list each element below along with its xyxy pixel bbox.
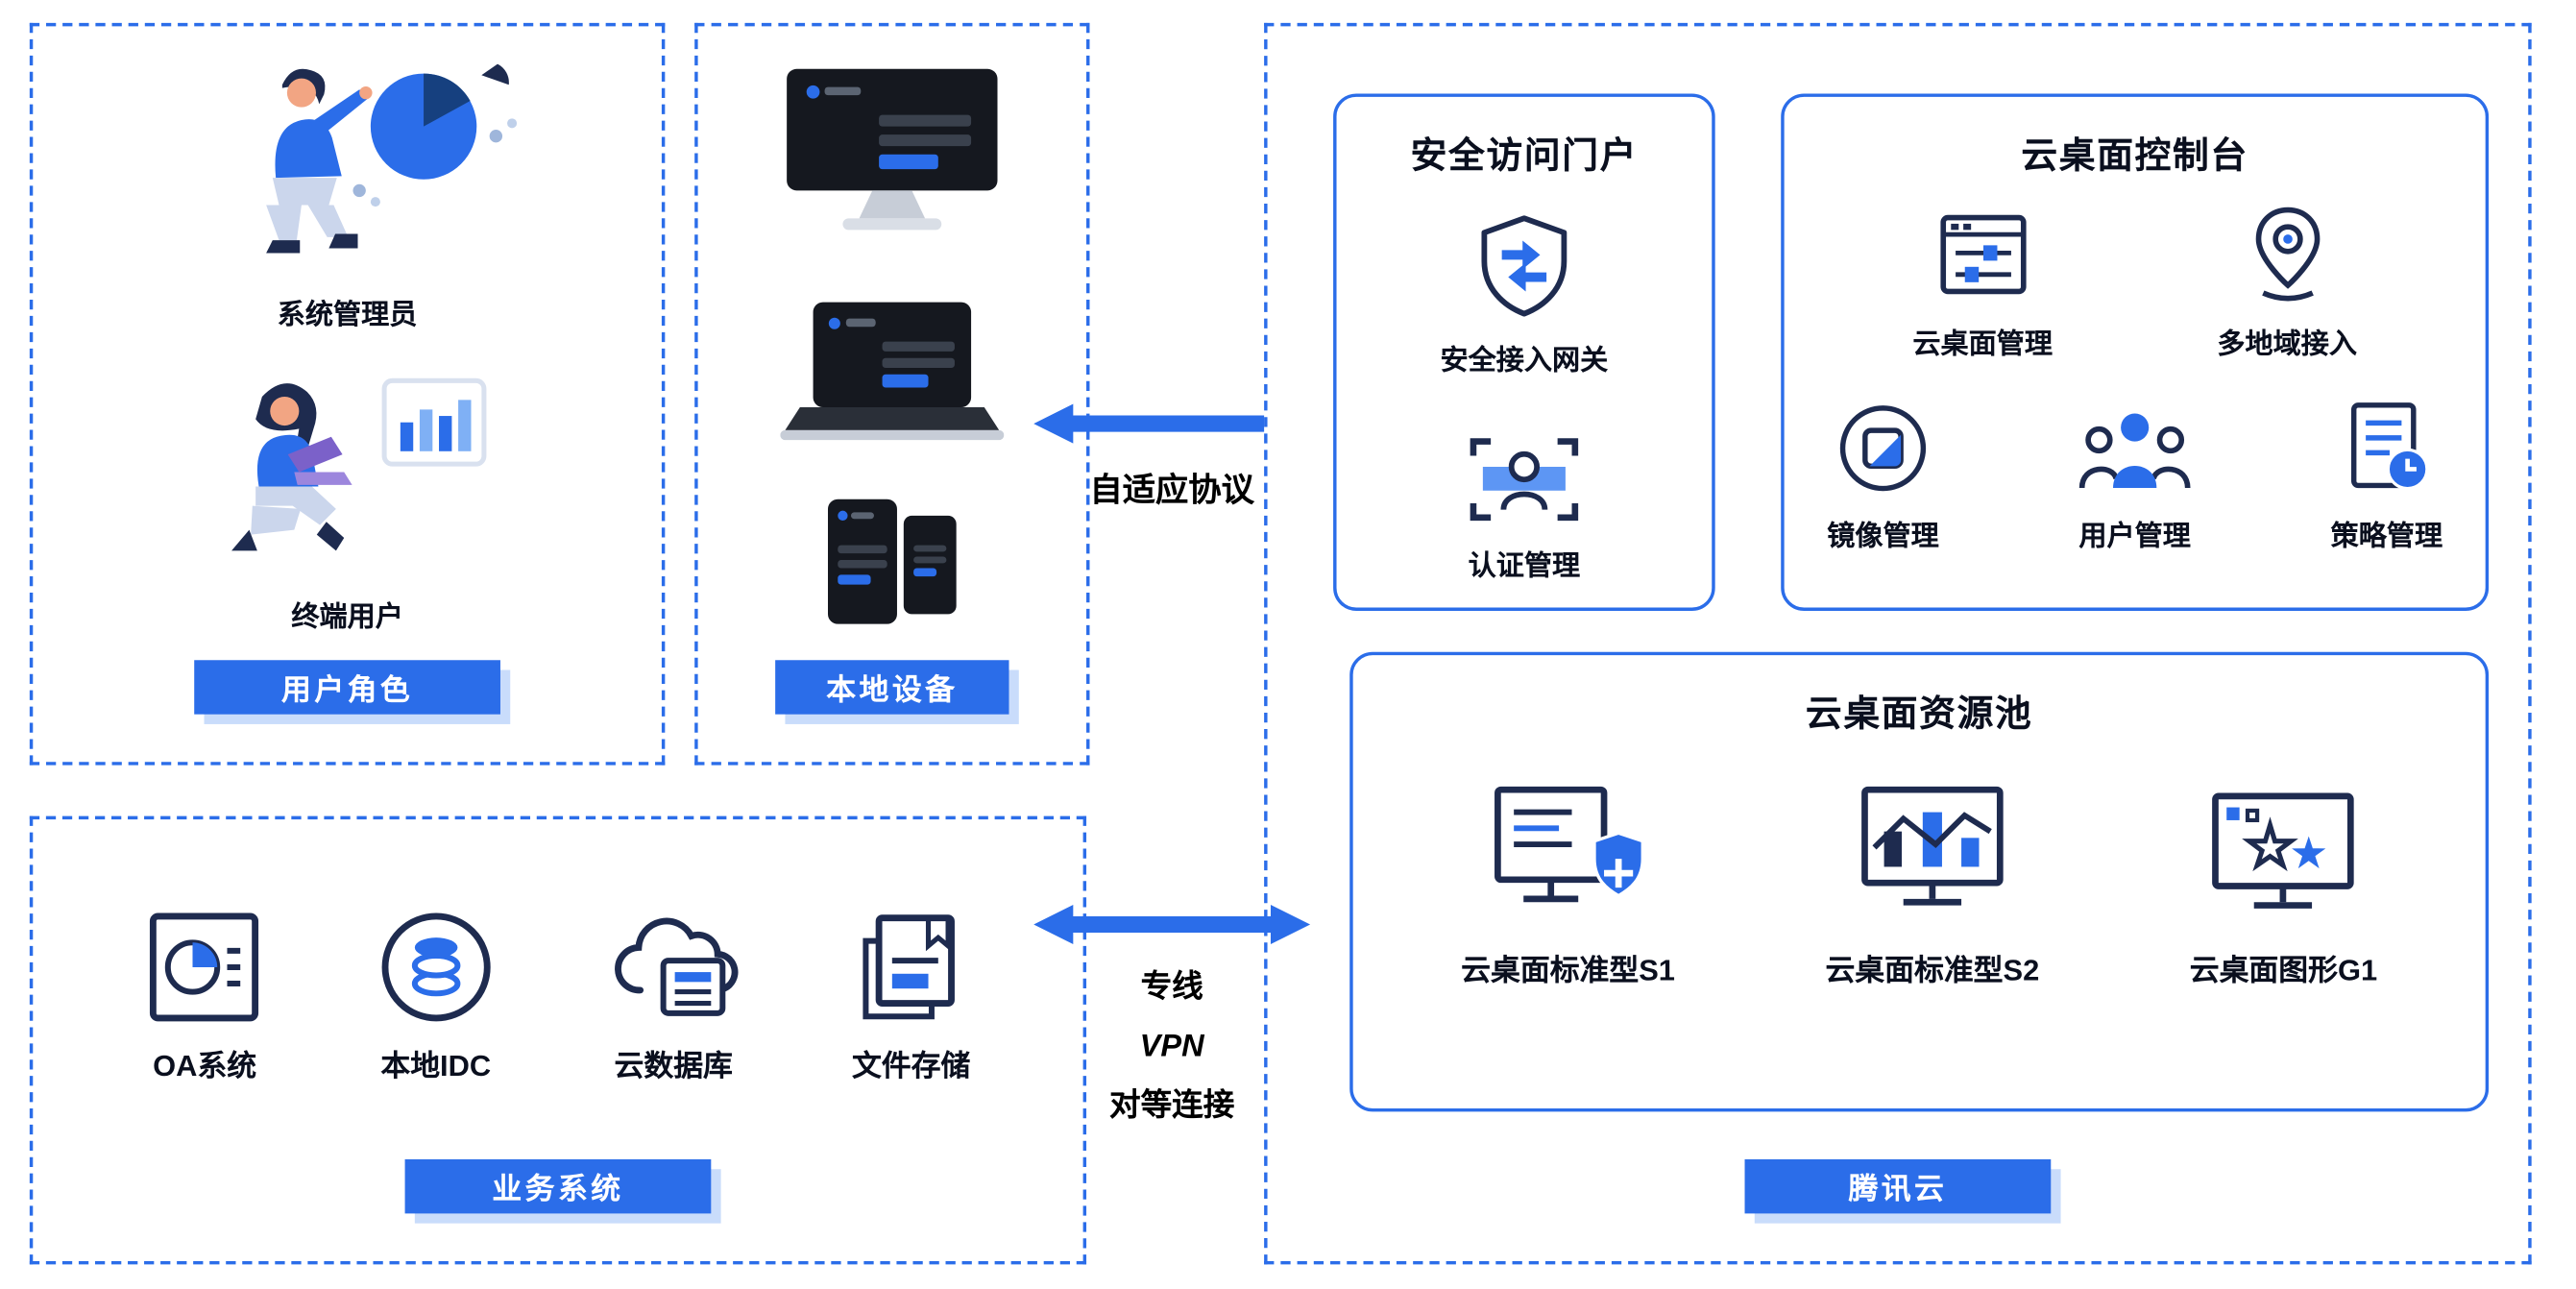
desktop-manage-icon: [1933, 202, 2032, 304]
console-item-image-manage: 镜像管理: [1827, 394, 1939, 553]
console-item-policy-manage: 策略管理: [2331, 394, 2442, 553]
oa-system-icon: [145, 905, 263, 1027]
console-item-multi-region: 多地域接入: [2217, 202, 2357, 361]
business-item-oa: OA系统: [145, 905, 263, 1085]
local-devices-badge: 本地设备: [775, 660, 1009, 715]
face-auth-icon: [1467, 424, 1582, 525]
admin-illustration: [179, 49, 517, 274]
laptop-device-icon: [780, 299, 1005, 447]
adaptive-protocol-label: 自适应协议: [1089, 473, 1254, 509]
desktop-device-icon: [773, 65, 1011, 238]
tencent-cloud-badge: 腾讯云: [1744, 1158, 2052, 1214]
pool-title: 云桌面资源池: [1805, 693, 2033, 735]
image-manage-icon: [1835, 394, 1931, 496]
console-title: 云桌面控制台: [2021, 134, 2248, 176]
secure-access-portal-panel: 安全访问门户 安全接入网关: [1333, 93, 1715, 611]
private-link-arrow: [1033, 900, 1311, 949]
portal-title: 安全访问门户: [1410, 134, 1639, 176]
cloud-database-icon: [608, 905, 740, 1027]
business-item-cloud-db: 云数据库: [608, 905, 740, 1085]
policy-manage-icon: [2339, 394, 2434, 496]
business-item-idc: 本地IDC: [377, 905, 495, 1085]
business-systems-badge: 业务系统: [404, 1158, 712, 1214]
admin-label: 系统管理员: [277, 299, 418, 330]
end-user-illustration: [194, 368, 500, 576]
user-manage-icon: [2078, 394, 2191, 496]
cloud-desktop-g1-icon: [2202, 780, 2364, 931]
pool-item-s2: 云桌面标准型S2: [1825, 780, 2039, 990]
file-storage-icon: [852, 905, 970, 1027]
local-devices-group: 本地设备: [694, 22, 1090, 766]
phones-device-icon: [818, 496, 966, 627]
pool-item-s1: 云桌面标准型S1: [1461, 780, 1675, 990]
private-link-labels: 专线 VPN 对等连接: [1054, 959, 1291, 1136]
desktop-resource-pool-panel: 云桌面资源池: [1349, 651, 2490, 1112]
vpn-label: VPN: [1139, 1029, 1204, 1064]
auth-label: 认证管理: [1468, 549, 1581, 582]
business-item-file-storage: 文件存储: [852, 905, 970, 1085]
end-user-label: 终端用户: [291, 600, 403, 633]
local-idc-icon: [377, 905, 495, 1027]
adaptive-protocol-arrow: [1033, 399, 1311, 448]
pool-item-g1: 云桌面图形G1: [2190, 780, 2377, 990]
cloud-desktop-s1-icon: [1488, 780, 1649, 931]
private-line-label: 专线: [1140, 970, 1203, 1006]
user-roles-group: 系统管理员 终端用户 用户角色: [29, 22, 666, 766]
shield-sync-icon: [1473, 212, 1575, 321]
cloud-desktop-console-panel: 云桌面控制台: [1781, 93, 2490, 611]
multi-region-icon: [2238, 202, 2337, 304]
gateway-label: 安全接入网关: [1440, 345, 1609, 377]
peering-label: 对等连接: [1109, 1088, 1235, 1124]
business-systems-group: OA系统 本地IDC: [29, 815, 1087, 1265]
user-roles-badge: 用户角色: [194, 660, 500, 715]
tencent-cloud-group: 安全访问门户 安全接入网关: [1264, 22, 2532, 1265]
cloud-desktop-s2-icon: [1852, 780, 2013, 931]
console-item-desktop-manage: 云桌面管理: [1912, 202, 2053, 361]
console-item-user-manage: 用户管理: [2078, 394, 2191, 553]
